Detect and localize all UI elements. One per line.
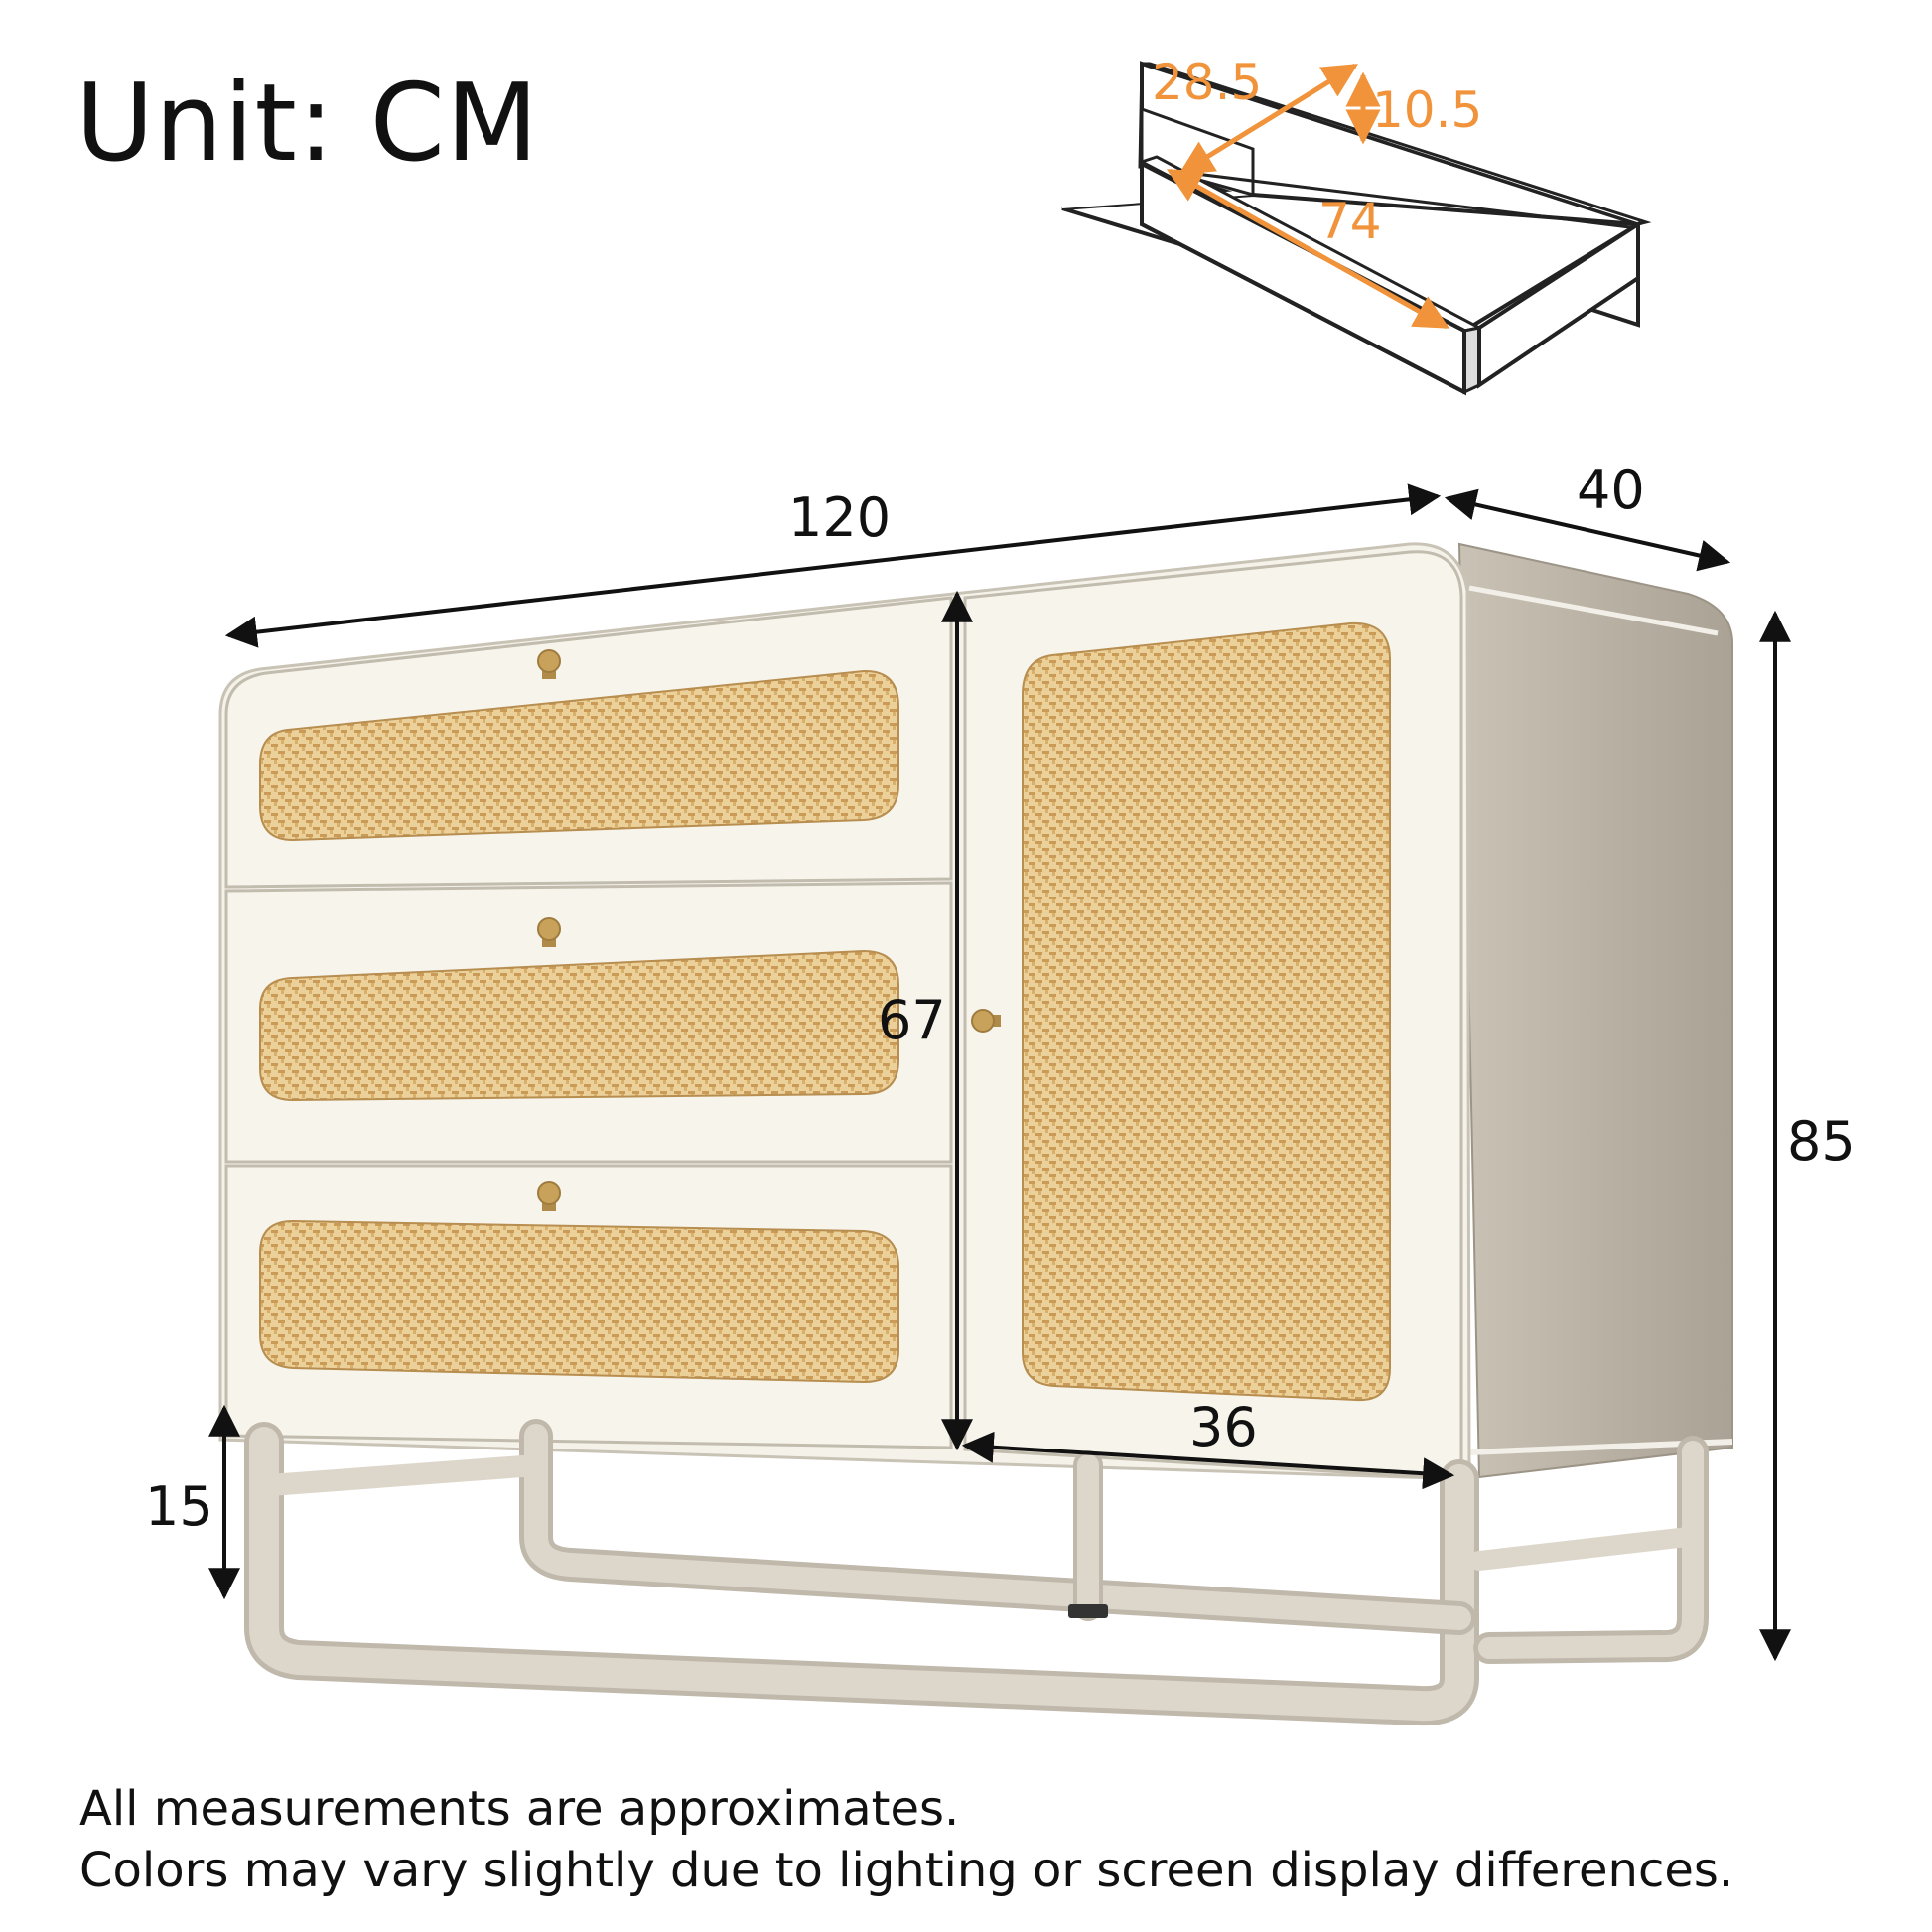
width-label: 120 — [788, 486, 891, 549]
drawer-depth-arrow — [1178, 63, 1358, 176]
unit-label: Unit: CM — [75, 62, 540, 186]
width-dimension-line — [224, 483, 1442, 648]
drawer-middle-knob — [537, 917, 561, 947]
measurement-note: All measurements are approximates. — [79, 1781, 960, 1837]
door-width-line — [961, 1431, 1455, 1490]
leg-height-label: 15 — [145, 1475, 213, 1538]
drawer-middle-rattan — [259, 949, 899, 1102]
leg-frame — [244, 1419, 1709, 1726]
drawer-top-rattan — [259, 669, 899, 842]
door-width-label: 36 — [1189, 1396, 1258, 1458]
leg-foot-pad — [1068, 1604, 1108, 1618]
drawer-width-label: 74 — [1318, 193, 1382, 250]
depth-dimension-line — [1444, 488, 1731, 572]
drawer-bottom-knob — [537, 1181, 561, 1211]
cabinet-side-panel — [1457, 542, 1733, 1479]
drawer-depth-label: 28.5 — [1152, 54, 1262, 111]
drawer-width-arrow — [1166, 168, 1450, 330]
color-note: Colors may vary slightly due to lighting… — [79, 1843, 1734, 1898]
door-rattan-panel — [1022, 621, 1391, 1402]
depth-label: 40 — [1577, 459, 1645, 521]
drawer-top-knob — [537, 649, 561, 679]
drawer-section-height-label: 67 — [878, 989, 946, 1051]
drawer-bottom-rattan — [259, 1219, 899, 1384]
height-label: 85 — [1787, 1110, 1856, 1173]
cabinet — [218, 542, 1733, 1481]
drawer-height-label: 10.5 — [1372, 81, 1482, 139]
